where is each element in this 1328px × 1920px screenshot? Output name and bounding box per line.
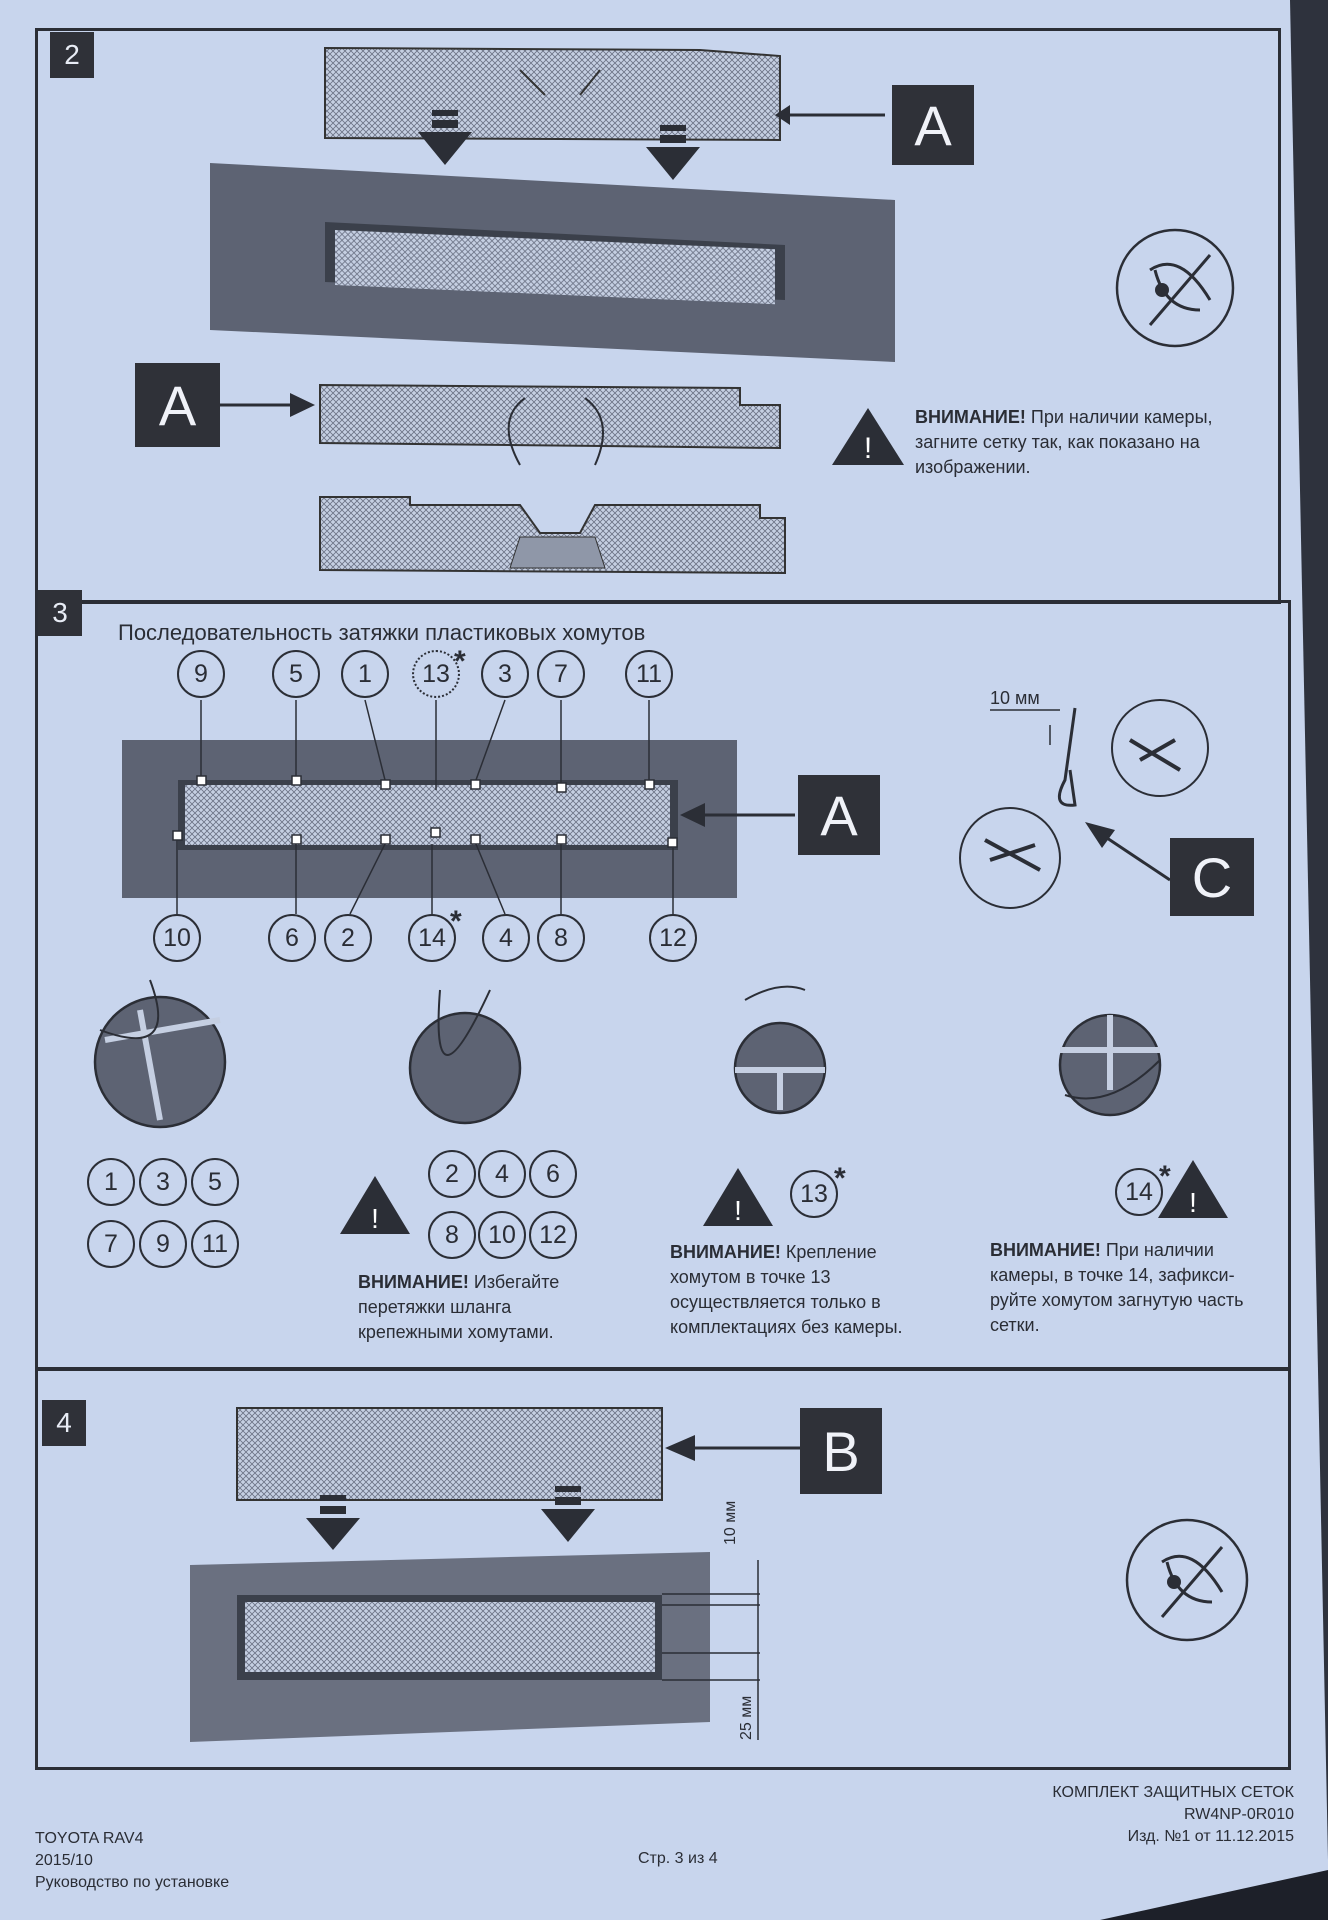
group1-7: 7 (87, 1220, 135, 1268)
warning-title: ВНИМАНИЕ! (990, 1240, 1101, 1260)
section-2-number: 2 (50, 32, 94, 78)
group1-3: 3 (139, 1158, 187, 1206)
warning-point13: ВНИМАНИЕ! Крепление хомутом в точке 13 о… (670, 1240, 930, 1340)
section-4-number: 4 (42, 1400, 86, 1446)
section-2-warning: ВНИМАНИЕ! При наличии камеры, загните се… (915, 405, 1215, 480)
point-12: 12 (649, 914, 697, 962)
group1-5: 5 (191, 1158, 239, 1206)
label-a-section3: A (798, 775, 880, 855)
svg-text:!: ! (371, 1203, 379, 1234)
point13-note: 13 (790, 1170, 838, 1218)
section-4-diagram (190, 1407, 1249, 1742)
label-a-top: A (892, 85, 974, 165)
point-10: 10 (153, 914, 201, 962)
footer-model: TOYOTA RAV4 (35, 1830, 144, 1847)
group2-6: 6 (529, 1150, 577, 1198)
asterisk-13-note: * (834, 1162, 846, 1195)
section-2-diagram: ! (210, 46, 1235, 575)
point-5: 5 (272, 650, 320, 698)
svg-text:!: ! (734, 1195, 742, 1226)
point-9: 9 (177, 650, 225, 698)
point-4: 4 (482, 914, 530, 962)
point-6: 6 (268, 914, 316, 962)
footer-right: КОМПЛЕКТ ЗАЩИТНЫХ СЕТОК RW4NP-0R010 Изд.… (1052, 1782, 1294, 1848)
footer-date: 2015/10 (35, 1852, 93, 1869)
warning-title: ВНИМАНИЕ! (670, 1242, 781, 1262)
warning-point14: ВНИМАНИЕ! При наличии камеры, в точке 14… (990, 1238, 1260, 1338)
label-a-left: A (135, 363, 220, 447)
warning-text: Избегайте перетяжки шланга крепежными хо… (358, 1272, 560, 1342)
label-c: C (1170, 838, 1254, 916)
group2-2: 2 (428, 1150, 476, 1198)
footer-edition: Изд. №1 от 11.12.2015 (1127, 1828, 1294, 1845)
dimension-10mm: 10 мм (990, 688, 1040, 708)
point14-note: 14 (1115, 1168, 1163, 1216)
point-13: 13 (412, 650, 460, 698)
warning-title: ВНИМАНИЕ! (915, 407, 1026, 427)
section-3-diagram: !!! (93, 699, 1228, 1234)
footer-code: RW4NP-0R010 (1184, 1806, 1294, 1823)
group2-8: 8 (428, 1211, 476, 1259)
svg-text:!: ! (864, 432, 872, 465)
svg-text:!: ! (1189, 1187, 1197, 1218)
point-14: 14 (408, 914, 456, 962)
asterisk-13: * (454, 645, 466, 678)
footer-page: Стр. 3 из 4 (638, 1850, 718, 1867)
point-7: 7 (537, 650, 585, 698)
group2-12: 12 (529, 1211, 577, 1259)
footer-left: TOYOTA RAV4 2015/10 Руководство по устан… (35, 1828, 229, 1894)
point-11: 11 (625, 650, 673, 698)
section-3-number: 3 (38, 590, 82, 636)
label-b: B (800, 1408, 882, 1494)
dimension-25mm: 25 мм (738, 1695, 755, 1740)
point-8: 8 (537, 914, 585, 962)
group1-9: 9 (139, 1220, 187, 1268)
warning-title: ВНИМАНИЕ! (358, 1272, 469, 1292)
warning-hose: ВНИМАНИЕ! Избегайте перетяжки шланга кре… (358, 1270, 598, 1345)
warning-text: При наличии камеры, в точке 14, зафикси-… (990, 1240, 1244, 1335)
section-4-frame (35, 1368, 1291, 1770)
point-1: 1 (341, 650, 389, 698)
asterisk-14: * (450, 905, 462, 938)
group1-11: 11 (191, 1220, 239, 1268)
warning-text: Крепление хомутом в точке 13 осуществляе… (670, 1242, 903, 1337)
point-3: 3 (481, 650, 529, 698)
asterisk-14-note: * (1159, 1160, 1171, 1193)
dimension-10mm-sec4: 10 мм (722, 1500, 739, 1545)
group2-10: 10 (478, 1211, 526, 1259)
point-2: 2 (324, 914, 372, 962)
footer-doc: Руководство по установке (35, 1874, 230, 1891)
group1-1: 1 (87, 1158, 135, 1206)
group2-4: 4 (478, 1150, 526, 1198)
section-3-title: Последовательность затяжки пластиковых х… (118, 620, 646, 645)
warning-text: При наличии камеры, загните сетку так, к… (915, 407, 1213, 477)
footer-kit: КОМПЛЕКТ ЗАЩИТНЫХ СЕТОК (1052, 1784, 1294, 1801)
